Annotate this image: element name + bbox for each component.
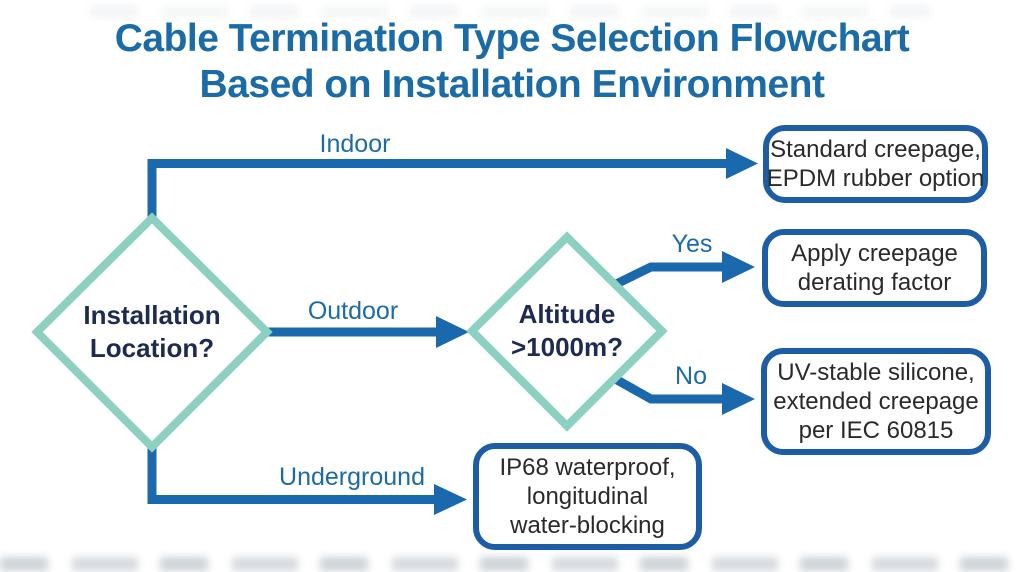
- outcome-yes-line-1: Apply creepage: [791, 240, 958, 267]
- outcome-box-underground: IP68 waterproof, longitudinal water-bloc…: [473, 443, 702, 550]
- outcome-box-altitude-no: UV-stable silicone, extended creepage pe…: [761, 348, 991, 455]
- arrowhead-yes-icon: [722, 251, 755, 283]
- branch-label-no: No: [675, 362, 707, 390]
- branch-label-yes: Yes: [671, 230, 713, 258]
- outcome-box-indoor: Standard creepage, EPDM rubber option: [763, 125, 988, 203]
- branch-label-indoor: Indoor: [319, 130, 391, 158]
- arrowhead-indoor-icon: [726, 148, 758, 179]
- arrowhead-no-icon: [722, 383, 755, 415]
- decision-altitude-line-1: Altitude: [518, 299, 616, 329]
- page-title-line-2: Based on Installation Environment: [199, 63, 825, 106]
- outcome-no-line-2: extended creepage: [773, 388, 979, 415]
- page-title-line-1: Cable Termination Type Selection Flowcha…: [114, 17, 910, 60]
- outcome-yes-line-2: derating factor: [797, 269, 952, 296]
- connector-no-line: [607, 372, 724, 404]
- outcome-underground-line-2: longitudinal: [526, 483, 649, 510]
- outcome-box-altitude-yes: Apply creepage derating factor: [762, 229, 987, 307]
- outcome-no-line-3: per IEC 60815: [798, 417, 954, 444]
- outcome-indoor-line-1: Standard creepage,: [770, 136, 981, 163]
- decision-altitude-line-2: >1000m?: [510, 332, 624, 362]
- branch-label-underground: Underground: [279, 463, 425, 491]
- decision-altitude-shape: [466, 231, 668, 432]
- connector-indoor-line: [147, 159, 726, 225]
- connector-yes-line: [608, 262, 724, 292]
- outcome-no-line-1: UV-stable silicone,: [777, 359, 975, 386]
- connector-underground-line: [147, 440, 436, 504]
- outcome-underground-line-3: water-blocking: [510, 512, 665, 539]
- decision-installation-location-shape: [31, 212, 273, 453]
- branch-label-outdoor: Outdoor: [307, 297, 399, 325]
- outcome-indoor-line-2: EPDM rubber option: [766, 165, 985, 192]
- arrowhead-underground-icon: [434, 484, 467, 515]
- decision-installation-location-label: Installation Location?: [52, 299, 252, 365]
- outcome-underground-line-1: IP68 waterproof,: [499, 454, 676, 481]
- arrowhead-outdoor-icon: [436, 316, 469, 348]
- decision-installation-line-1: Installation: [83, 300, 221, 330]
- page-title: Cable Termination Type Selection Flowcha…: [0, 16, 1024, 108]
- decision-installation-line-2: Location?: [89, 333, 215, 363]
- decision-altitude-label: Altitude >1000m?: [467, 298, 667, 364]
